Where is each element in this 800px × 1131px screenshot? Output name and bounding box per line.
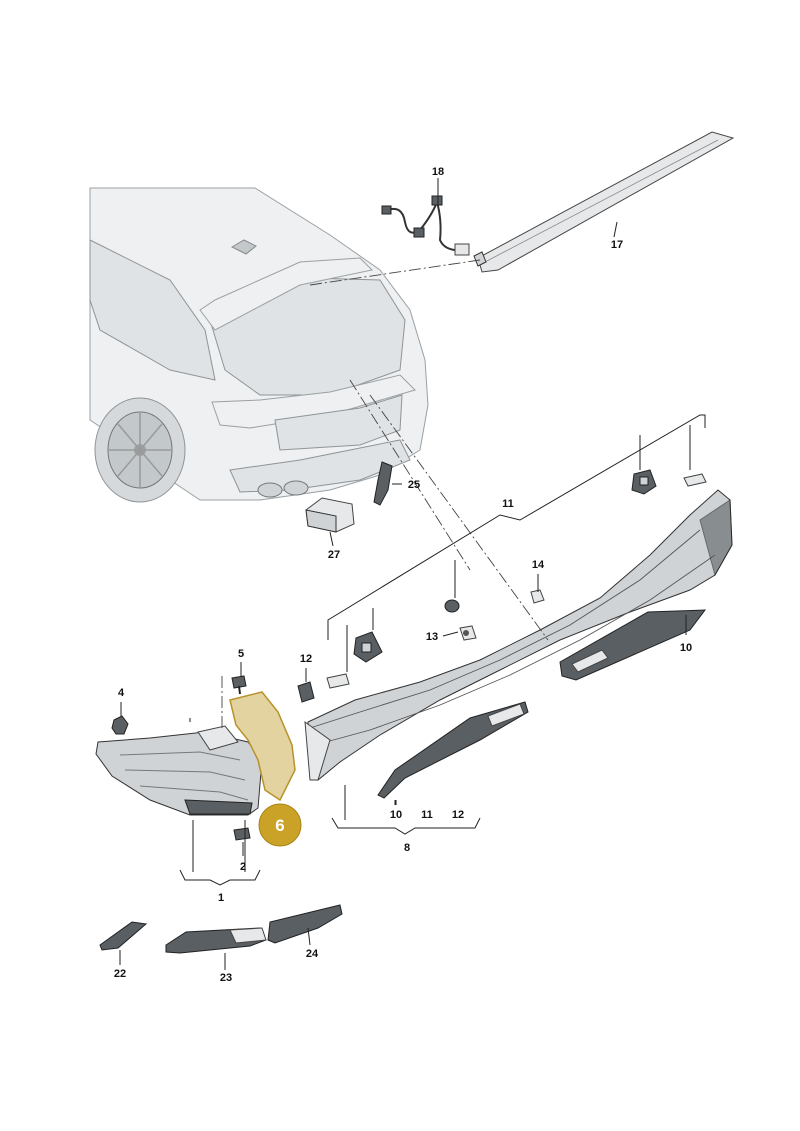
callout-1: 1 xyxy=(218,892,224,904)
leader-lines xyxy=(119,178,706,970)
callout-10-bottom: 10 xyxy=(390,809,402,821)
callout-25: 25 xyxy=(408,479,420,491)
callout-18: 18 xyxy=(432,166,444,178)
highlighted-seal-part xyxy=(229,691,296,802)
sensor-module-part xyxy=(305,497,355,533)
callout-27: 27 xyxy=(328,549,340,561)
callout-10-right: 10 xyxy=(680,642,692,654)
callout-12-top: 12 xyxy=(300,653,312,665)
callout-8: 8 xyxy=(404,842,410,854)
callout-11-top: 11 xyxy=(502,498,514,510)
reflector-strips xyxy=(377,609,707,799)
callout-6: 6 xyxy=(275,816,284,835)
connector-part xyxy=(297,681,315,703)
car-rear-illustration xyxy=(89,187,429,503)
callout-11-bottom: 11 xyxy=(421,809,433,821)
callout-13: 13 xyxy=(426,631,438,643)
bracket-part xyxy=(373,461,393,506)
tail-light-part xyxy=(95,725,263,816)
bottom-trim-parts xyxy=(99,904,343,954)
nut-part xyxy=(111,715,129,735)
fastener-parts xyxy=(459,589,545,641)
callout-labels: 18 17 25 27 11 14 13 10 12 5 4 6 2 1 10 … xyxy=(114,166,692,984)
callout-2: 2 xyxy=(240,861,246,873)
brake-light-bar-part xyxy=(473,131,735,273)
bumper-carrier-part xyxy=(304,489,733,781)
callout-24: 24 xyxy=(306,948,319,960)
callout-22: 22 xyxy=(114,968,126,980)
callout-5: 5 xyxy=(238,648,244,660)
callout-12-bottom: 12 xyxy=(452,809,464,821)
highlight-callout-badge xyxy=(258,803,302,847)
screw-part xyxy=(231,675,247,695)
callout-23: 23 xyxy=(220,972,232,984)
gasket-part xyxy=(233,827,251,841)
callout-4: 4 xyxy=(118,687,125,699)
wiring-harness-part xyxy=(381,195,470,256)
dashed-reference-lines xyxy=(221,259,549,730)
bumper-clips xyxy=(326,469,707,689)
callout-14: 14 xyxy=(532,559,545,571)
callout-17: 17 xyxy=(611,239,623,251)
